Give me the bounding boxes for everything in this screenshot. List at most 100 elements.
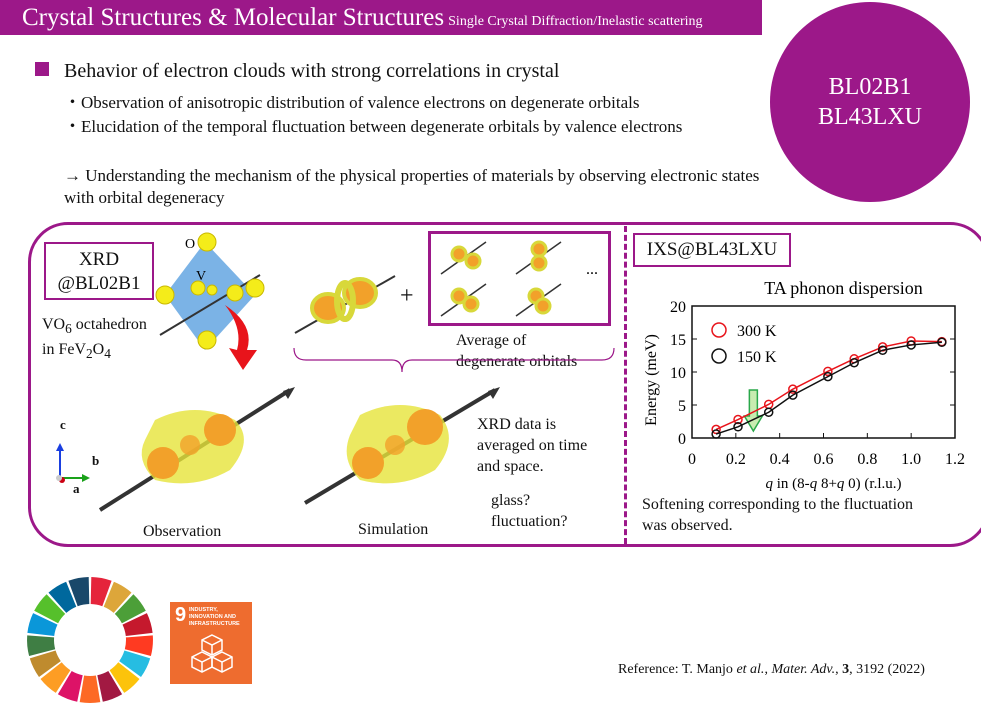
degenerate-orbitals-box: ...	[428, 231, 611, 326]
reference: Reference: T. Manjo et al., Mater. Adv.,…	[618, 662, 925, 677]
x-label-part: q	[837, 476, 845, 492]
sdg-number: 9	[175, 604, 187, 626]
chart-title: TA phonon dispersion	[764, 278, 923, 298]
bullet-square	[35, 62, 49, 76]
y-tick-label: 10	[670, 365, 686, 382]
x-axis-label: q in (8-q 8+q 0) (r.l.u.)	[766, 476, 902, 492]
beamline-1: BL02B1	[828, 74, 912, 100]
x-label-part: 8+	[817, 476, 837, 492]
questions: glass?fluctuation?	[491, 492, 568, 530]
x-tick-label: 0.4	[770, 451, 790, 468]
ixs-caption: Softening corresponding to the fluctuati…	[642, 496, 914, 534]
y-axis-label: Energy (meV)	[643, 334, 660, 426]
x-label-part: in (8-	[773, 476, 810, 492]
x-tick-label: 0	[688, 451, 696, 468]
data-point	[823, 371, 833, 382]
sdg-wheel-segment	[90, 577, 112, 607]
red-arrow-icon	[225, 305, 257, 370]
x-tick-label: 1.2	[945, 451, 965, 468]
plus-sign: +	[400, 283, 414, 309]
sdg-wheel-segment	[119, 650, 151, 677]
legend-label-0: 300 K	[737, 323, 777, 340]
data-point	[823, 366, 833, 377]
sdg-wheel-segment	[29, 650, 61, 677]
legend-label-1: 150 K	[737, 349, 777, 366]
sdg-wheel-segment	[109, 662, 140, 693]
x-tick-label: 0.8	[857, 451, 877, 468]
x-label-part: 0) (r.l.u.)	[844, 476, 901, 492]
data-point	[877, 345, 888, 355]
sdg-wheel-segment	[114, 594, 146, 624]
xrd-label-line1: XRD	[78, 249, 120, 270]
x-label-part: q	[810, 476, 818, 492]
sdg-wheel-segment	[97, 671, 123, 702]
panel-divider	[624, 226, 627, 544]
series-line-1	[715, 341, 942, 435]
sdg-wheel-segment	[79, 675, 101, 703]
vo6-octahedron-image: O V	[155, 232, 265, 350]
xrd-label-line2: @BL02B1	[57, 273, 141, 294]
axes-icon	[56, 443, 90, 483]
beamline-2: BL43LXU	[818, 104, 922, 130]
sdg-wheel-segment	[40, 662, 71, 693]
x-tick-label: 1.0	[901, 451, 921, 468]
sdg-wheel-segment	[57, 671, 83, 702]
x-tick-label: 0.2	[726, 451, 746, 468]
data-point	[788, 390, 798, 400]
sdg-wheel-logo	[27, 577, 153, 703]
atom-v-label: V	[196, 269, 206, 284]
axis-b-label: b	[92, 453, 100, 468]
sdg-wheel-segment	[103, 581, 132, 613]
data-point	[849, 358, 859, 368]
x-label-part: q	[766, 476, 774, 492]
data-point	[763, 407, 774, 418]
ellipsis: ...	[586, 261, 598, 278]
point-1: ・Observation of anisotropic distribution…	[64, 93, 640, 112]
point-3: → Understanding the mechanism of the phy…	[64, 166, 760, 207]
sdg-wheel-segment	[68, 577, 90, 607]
sdg-wheel-segment	[122, 613, 153, 636]
x-tick-label: 0.6	[814, 451, 834, 468]
sdg-wheel-segment	[48, 581, 77, 613]
observation-image	[98, 387, 295, 512]
softening-arrow-icon	[743, 389, 764, 433]
sdg-wheel-segment	[27, 635, 56, 656]
sdg-9-icon: 9 INDUSTRY, INNOVATION AND INFRASTRUCTUR…	[170, 602, 252, 684]
header-title: Crystal Structures & Molecular Structure…	[22, 4, 445, 31]
cubes-icon	[191, 634, 233, 673]
content-panel	[28, 222, 981, 547]
data-point	[711, 429, 721, 439]
sdg-wheel-segment	[34, 594, 66, 624]
atom-o-label: O	[185, 237, 195, 252]
beamline-badge: BL02B1 BL43LXU	[770, 2, 970, 202]
ixs-label: IXS@BL43LXU	[633, 233, 791, 267]
observation-label: Observation	[143, 523, 222, 540]
octahedron-caption: VO6 octahedron in FeV2O4	[42, 316, 147, 362]
axis-c-label: c	[60, 417, 66, 432]
data-point	[906, 340, 916, 350]
sdg-wheel-segment	[124, 635, 153, 656]
heading: Behavior of electron clouds with strong …	[64, 60, 560, 82]
y-tick-label: 15	[670, 332, 686, 349]
data-point	[788, 384, 798, 394]
sdg-text: INDUSTRY, INNOVATION AND INFRASTRUCTURE	[189, 607, 240, 627]
point-2: ・Elucidation of the temporal fluctuation…	[64, 117, 683, 136]
data-point	[937, 337, 947, 348]
legend-marker-0	[711, 322, 727, 338]
data-point	[733, 422, 743, 432]
orbital-image	[294, 275, 396, 334]
legend-marker-1	[711, 348, 727, 364]
y-tick-label: 5	[678, 398, 686, 415]
header-bar: Crystal Structures & Molecular Structure…	[0, 0, 762, 35]
sdg-wheel-segment	[27, 613, 58, 636]
phonon-dispersion-chart: TA phonon dispersion 0 5 10 15 20 0 0.2 0.4 0.6 0.…	[643, 278, 965, 492]
y-tick-label: 0	[678, 431, 686, 448]
y-tick-label: 20	[670, 299, 686, 316]
simulation-label: Simulation	[358, 521, 429, 538]
axis-a-label: a	[73, 481, 80, 496]
header-subtitle: Single Crystal Diffraction/Inelastic sca…	[448, 14, 703, 29]
degenerate-orbitals-image: ...	[440, 240, 598, 317]
series-line-0	[715, 340, 942, 431]
